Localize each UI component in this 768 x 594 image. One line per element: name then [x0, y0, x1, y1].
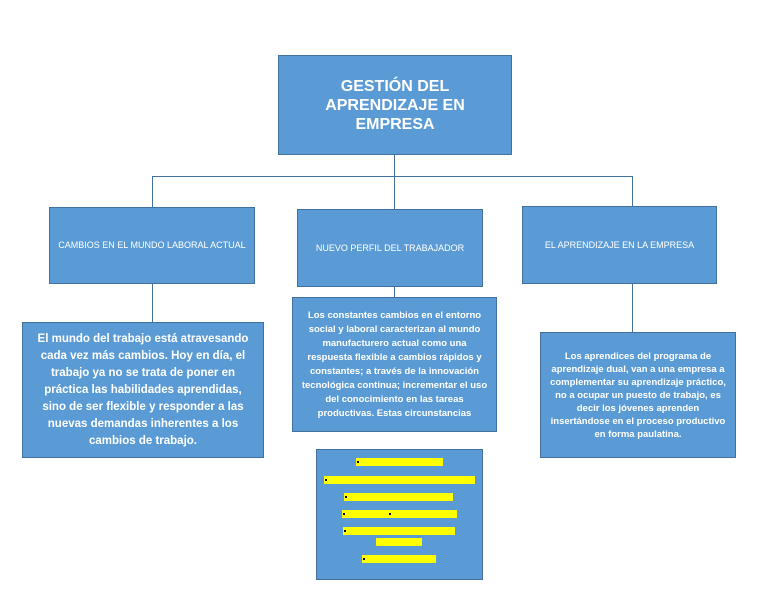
connector-middle-down — [394, 176, 395, 209]
highlight-bar — [362, 555, 436, 563]
text-marker — [389, 513, 391, 515]
connector-left-to-text — [152, 284, 153, 322]
root-title: GESTIÓN DEL APRENDIZAJE EN EMPRESA — [325, 77, 465, 133]
connector-root-down — [394, 155, 395, 176]
text-marker — [344, 530, 346, 532]
branch-text-cambios: El mundo del trabajo está atravesando ca… — [22, 322, 264, 458]
branch-text-perfil: Los constantes cambios en el entorno soc… — [292, 297, 497, 432]
highlight-bar — [376, 538, 422, 546]
highlight-bar — [324, 476, 475, 484]
branch-heading-label: EL APRENDIZAJE EN LA EMPRESA — [544, 239, 695, 250]
text-marker — [363, 558, 365, 560]
connector-middle-to-text — [394, 287, 395, 297]
highlight-bar — [342, 510, 457, 518]
highlight-bar — [343, 527, 455, 535]
branch-heading-label: CAMBIOS EN EL MUNDO LABORAL ACTUAL — [58, 240, 246, 250]
text-marker — [345, 496, 347, 498]
branch-heading-aprendizaje: EL APRENDIZAJE EN LA EMPRESA — [522, 206, 717, 284]
connector-horizontal — [152, 176, 633, 177]
branch-text-aprendizaje: Los aprendices del programa de aprendiza… — [540, 332, 736, 458]
connector-right-down — [632, 176, 633, 206]
connector-left-down — [152, 176, 153, 207]
branch-heading-label: NUEVO PERFIL DEL TRABAJADOR — [315, 242, 465, 253]
branch-text: Los constantes cambios en el entorno soc… — [301, 309, 488, 419]
branch-text: El mundo del trabajo está atravesando ca… — [37, 332, 249, 447]
text-marker — [343, 513, 345, 515]
branch-text: Los aprendices del programa de aprendiza… — [550, 350, 726, 440]
root-node: GESTIÓN DEL APRENDIZAJE EN EMPRESA — [278, 55, 512, 155]
text-marker — [325, 479, 327, 481]
text-marker — [357, 461, 359, 463]
branch-heading-perfil: NUEVO PERFIL DEL TRABAJADOR — [297, 209, 483, 287]
branch-heading-cambios: CAMBIOS EN EL MUNDO LABORAL ACTUAL — [49, 207, 255, 284]
highlight-bar — [344, 493, 453, 501]
connector-right-to-text — [632, 284, 633, 332]
highlight-bar — [356, 458, 443, 466]
